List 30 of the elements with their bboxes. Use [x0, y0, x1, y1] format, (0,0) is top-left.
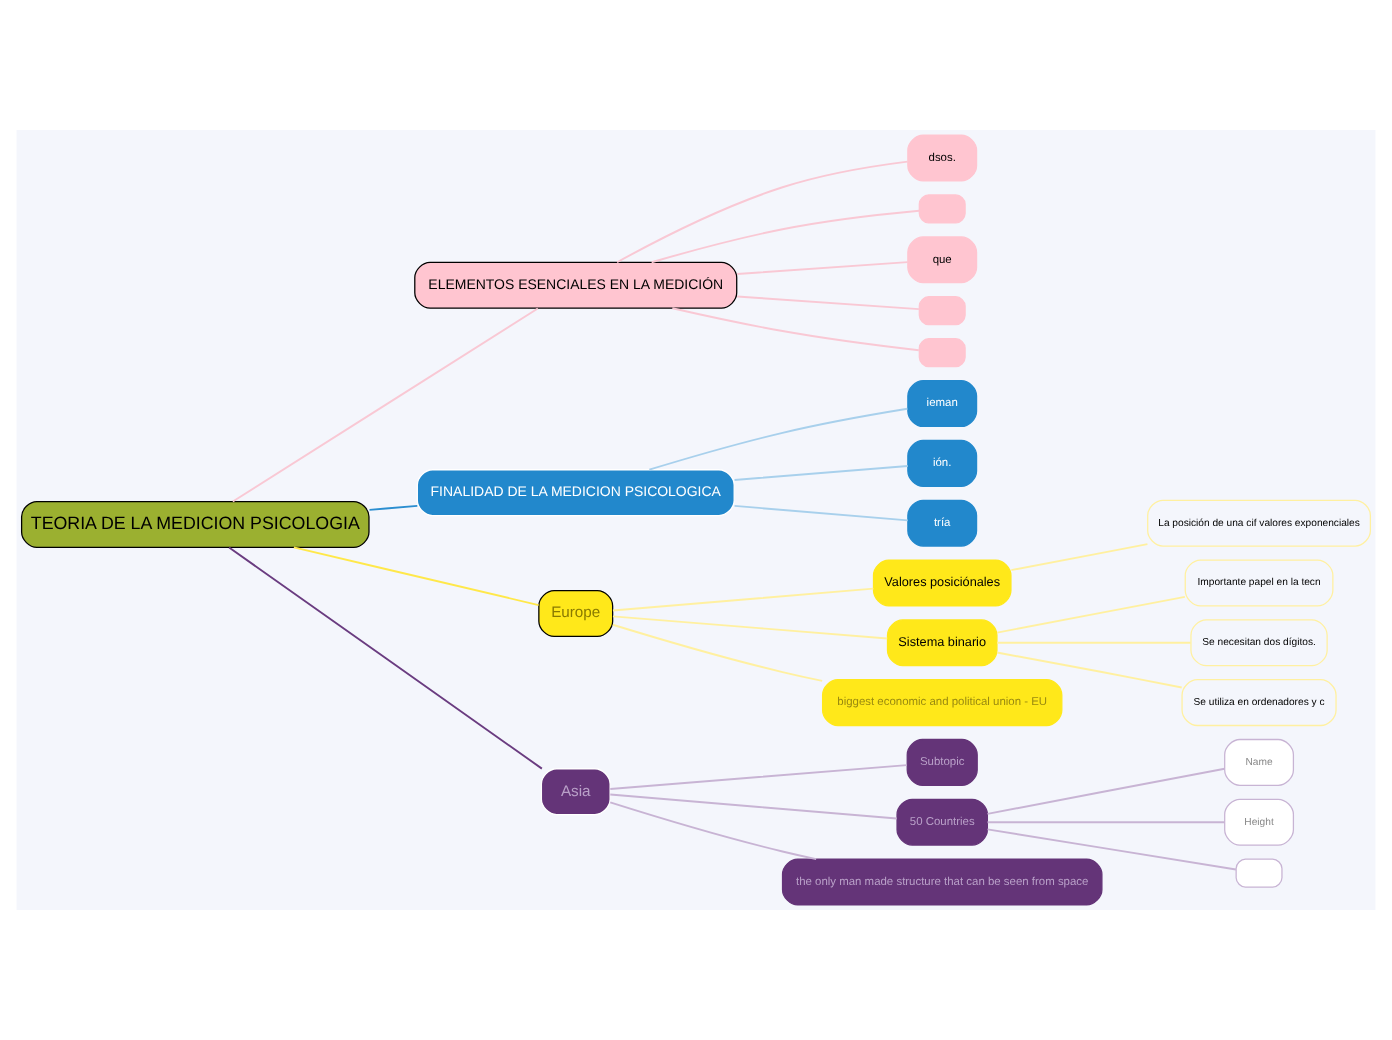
connector — [1010, 543, 1149, 572]
connector — [611, 587, 875, 612]
connector — [368, 504, 419, 511]
connector — [996, 651, 1183, 689]
connector — [996, 641, 1192, 644]
connector — [228, 546, 543, 770]
connector — [609, 793, 898, 820]
connector — [231, 307, 539, 503]
node-box — [918, 194, 966, 224]
connector — [733, 504, 909, 522]
connector — [996, 595, 1186, 634]
connector — [609, 801, 818, 861]
connector — [986, 767, 1226, 815]
connector — [736, 295, 920, 311]
node-box: TEORIA DE LA MEDICION PSICOLOGIA — [20, 500, 370, 548]
connector — [733, 465, 909, 481]
connector — [616, 160, 909, 264]
connector — [611, 623, 824, 682]
connector — [609, 764, 908, 790]
node-box — [1235, 858, 1283, 888]
connector — [986, 828, 1237, 871]
connector — [650, 209, 921, 264]
connector — [292, 546, 540, 606]
node-box — [918, 338, 966, 368]
connector — [671, 307, 920, 352]
node-box — [918, 296, 966, 326]
connector — [986, 821, 1226, 824]
connector — [736, 261, 909, 275]
connector — [648, 407, 909, 471]
connector — [611, 615, 889, 640]
